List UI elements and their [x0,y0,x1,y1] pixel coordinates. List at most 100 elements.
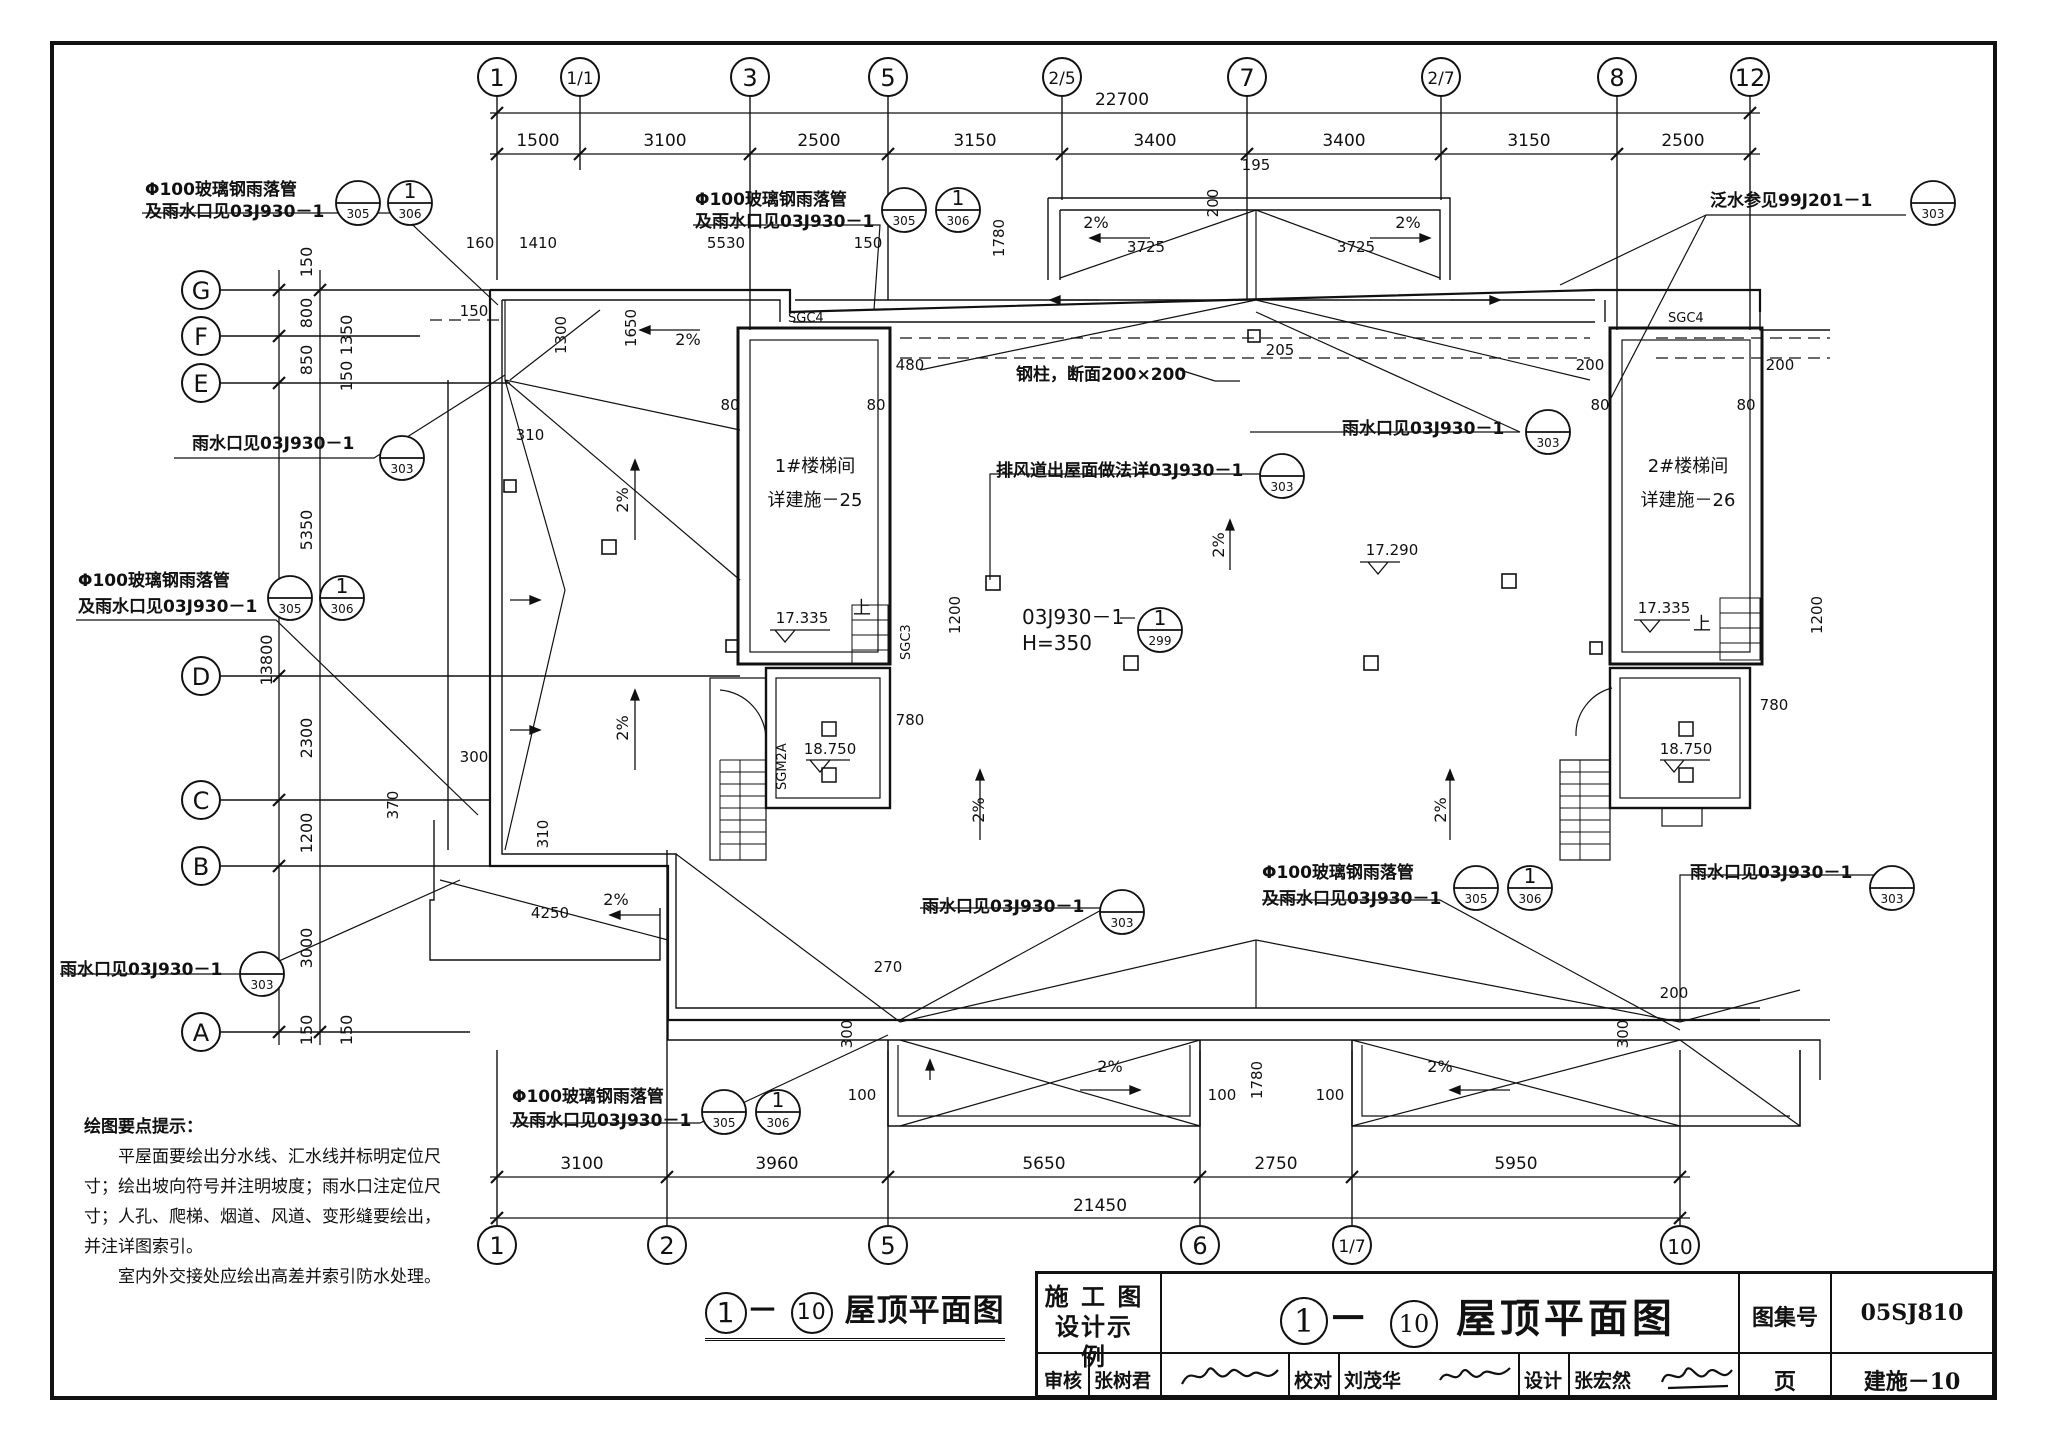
dimension-text: 3400 [1322,131,1365,151]
axis-bubble-b2 [647,1225,687,1265]
axis-label: 7 [1239,64,1254,92]
dimension-text: 3100 [643,131,686,151]
slope-label: 2% [613,715,632,740]
detail-sheet: 305 [1465,892,1488,906]
axis-bubble-b [181,846,221,886]
notes-paragraph-1: 平屋面要绘出分水线、汇水线并标明定位尺寸；绘出坡向符号并注明坡度；雨水口注定位尺… [84,1147,441,1257]
dimension-text: 1200 [297,813,316,854]
dimension-text: 1780 [990,219,1008,257]
page-label: 页 [1773,1369,1796,1395]
category-line-1: 施 工 图 [1044,1282,1144,1311]
title-axis-from: 1 [1280,1297,1329,1345]
dimension-text: 480 [896,356,925,374]
dimension-text: 3100 [560,1154,603,1174]
slope-label: 2% [1395,213,1420,232]
notes-paragraph-2: 室内外交接处应绘出高差并索引防水处理。 [118,1267,441,1287]
elevation-text: 17.290 [1366,541,1419,559]
axis-bubble-12 [1730,57,1770,97]
axis-bubble-8 [1597,57,1637,97]
dimension-text: 150 [854,234,883,252]
dimension-text: 4250 [531,904,569,922]
title-block: 施 工 图 设计示例 1－ 10 屋顶平面图 图集号 05SJ810 审核 张树… [1035,1271,1995,1398]
detail-sheet: 306 [947,214,970,228]
slope-label: 2% [675,330,700,349]
detail-sheet: 305 [279,602,302,616]
dimension-text: 1200 [946,596,964,634]
axis-label: D [192,663,210,691]
axis-label: 3 [742,64,757,92]
window-tag: SGM2A [775,743,790,790]
detail-sheet: 303 [251,978,274,992]
dimension-lines-left [272,270,327,1045]
caption-text: 屋顶平面图 [844,1293,1005,1329]
dimension-total: 22700 [1095,90,1149,110]
axis-bubble-1 [477,57,517,97]
dimension-text: 80 [866,396,885,414]
detail-sheet: 306 [399,207,422,221]
callout-text: 雨水口见03J930－1 [922,896,1084,917]
elevation-text: 18.750 [804,740,857,758]
callout-text: H=350 [1022,631,1092,655]
axis-bubble-b1-7 [1332,1225,1372,1265]
axis-label: 2/7 [1427,69,1454,89]
slope-label: 2% [603,890,628,909]
title-block-title: 1－ 10 屋顶平面图 [1198,1286,1758,1348]
dimension-text: 160 [466,234,495,252]
dimension-text: 5530 [707,234,745,252]
dimension-text: 205 [1266,341,1295,359]
detail-sheet: 306 [767,1116,790,1130]
axis-bubble-c [181,780,221,820]
dimension-total: 21450 [1073,1196,1127,1216]
dimension-text: 780 [896,711,925,729]
callout-text: 雨水口见03J930－1 [60,959,222,980]
dimension-text: 1410 [519,234,557,252]
stair2-ref: 详建施－26 [1641,490,1736,511]
axis-bubble-5 [868,57,908,97]
caption-axis-to: 10 [790,1291,833,1334]
detail-sheet: 305 [347,207,370,221]
callout-text: Φ100玻璃钢雨落管 [695,189,847,210]
window-tag: SGC3 [899,624,914,660]
dimension-text: 800 [297,298,316,329]
detail-num: 1 [1154,606,1167,630]
axis-label: E [193,370,208,398]
axis-bubble-b1 [477,1225,517,1265]
detail-sheet: 306 [331,602,354,616]
drawing-caption: 1－ 10 屋顶平面图 [705,1285,1005,1341]
stair1-ref: 详建施－25 [768,490,863,511]
dimension-text: 2300 [297,718,316,759]
window-tag: SGC4 [1668,311,1704,326]
callout-text: 雨水口见03J930－1 [192,433,354,454]
callout-text: 及雨水口见03J930－1 [145,201,324,222]
dimension-text: 80 [1590,396,1609,414]
check-signature [1436,1358,1514,1400]
dimension-text: 100 [1316,1086,1345,1104]
dimension-text: 100 [848,1086,877,1104]
axis-label: A [193,1019,210,1047]
axis-label: 6 [1192,1232,1207,1260]
axis-label: 8 [1609,64,1624,92]
detail-sheet: 299 [1149,634,1172,648]
axis-bubble-b10 [1660,1225,1700,1265]
callout-text: 排风道出屋面做法详03J930－1 [996,460,1243,481]
callout-text: 泛水参见99J201－1 [1710,190,1872,211]
dimension-text: 1650 [622,309,640,347]
dimension-text: 310 [534,820,552,849]
detail-sheet: 305 [893,214,916,228]
detail-num: 1 [952,186,965,210]
grid-axes-left [221,289,740,1033]
axis-label: C [193,787,210,815]
callout-text: 钢柱，断面200×200 [1016,364,1186,385]
axis-label: 1/7 [1338,1237,1365,1257]
dimension-text: 2500 [1661,131,1704,151]
slope-label: 2% [1427,1057,1452,1076]
review-name: 张树君 [1094,1370,1152,1392]
axis-label: 10 [1667,1235,1692,1259]
stairwell-1 [709,326,892,861]
detail-sheet: 303 [1271,480,1294,494]
detail-sheet: 305 [713,1116,736,1130]
detail-sheet: 303 [1881,892,1904,906]
up-label: 上 [1693,614,1711,635]
callout-text: Φ100玻璃钢雨落管 [78,570,230,591]
axis-label: B [193,853,209,881]
